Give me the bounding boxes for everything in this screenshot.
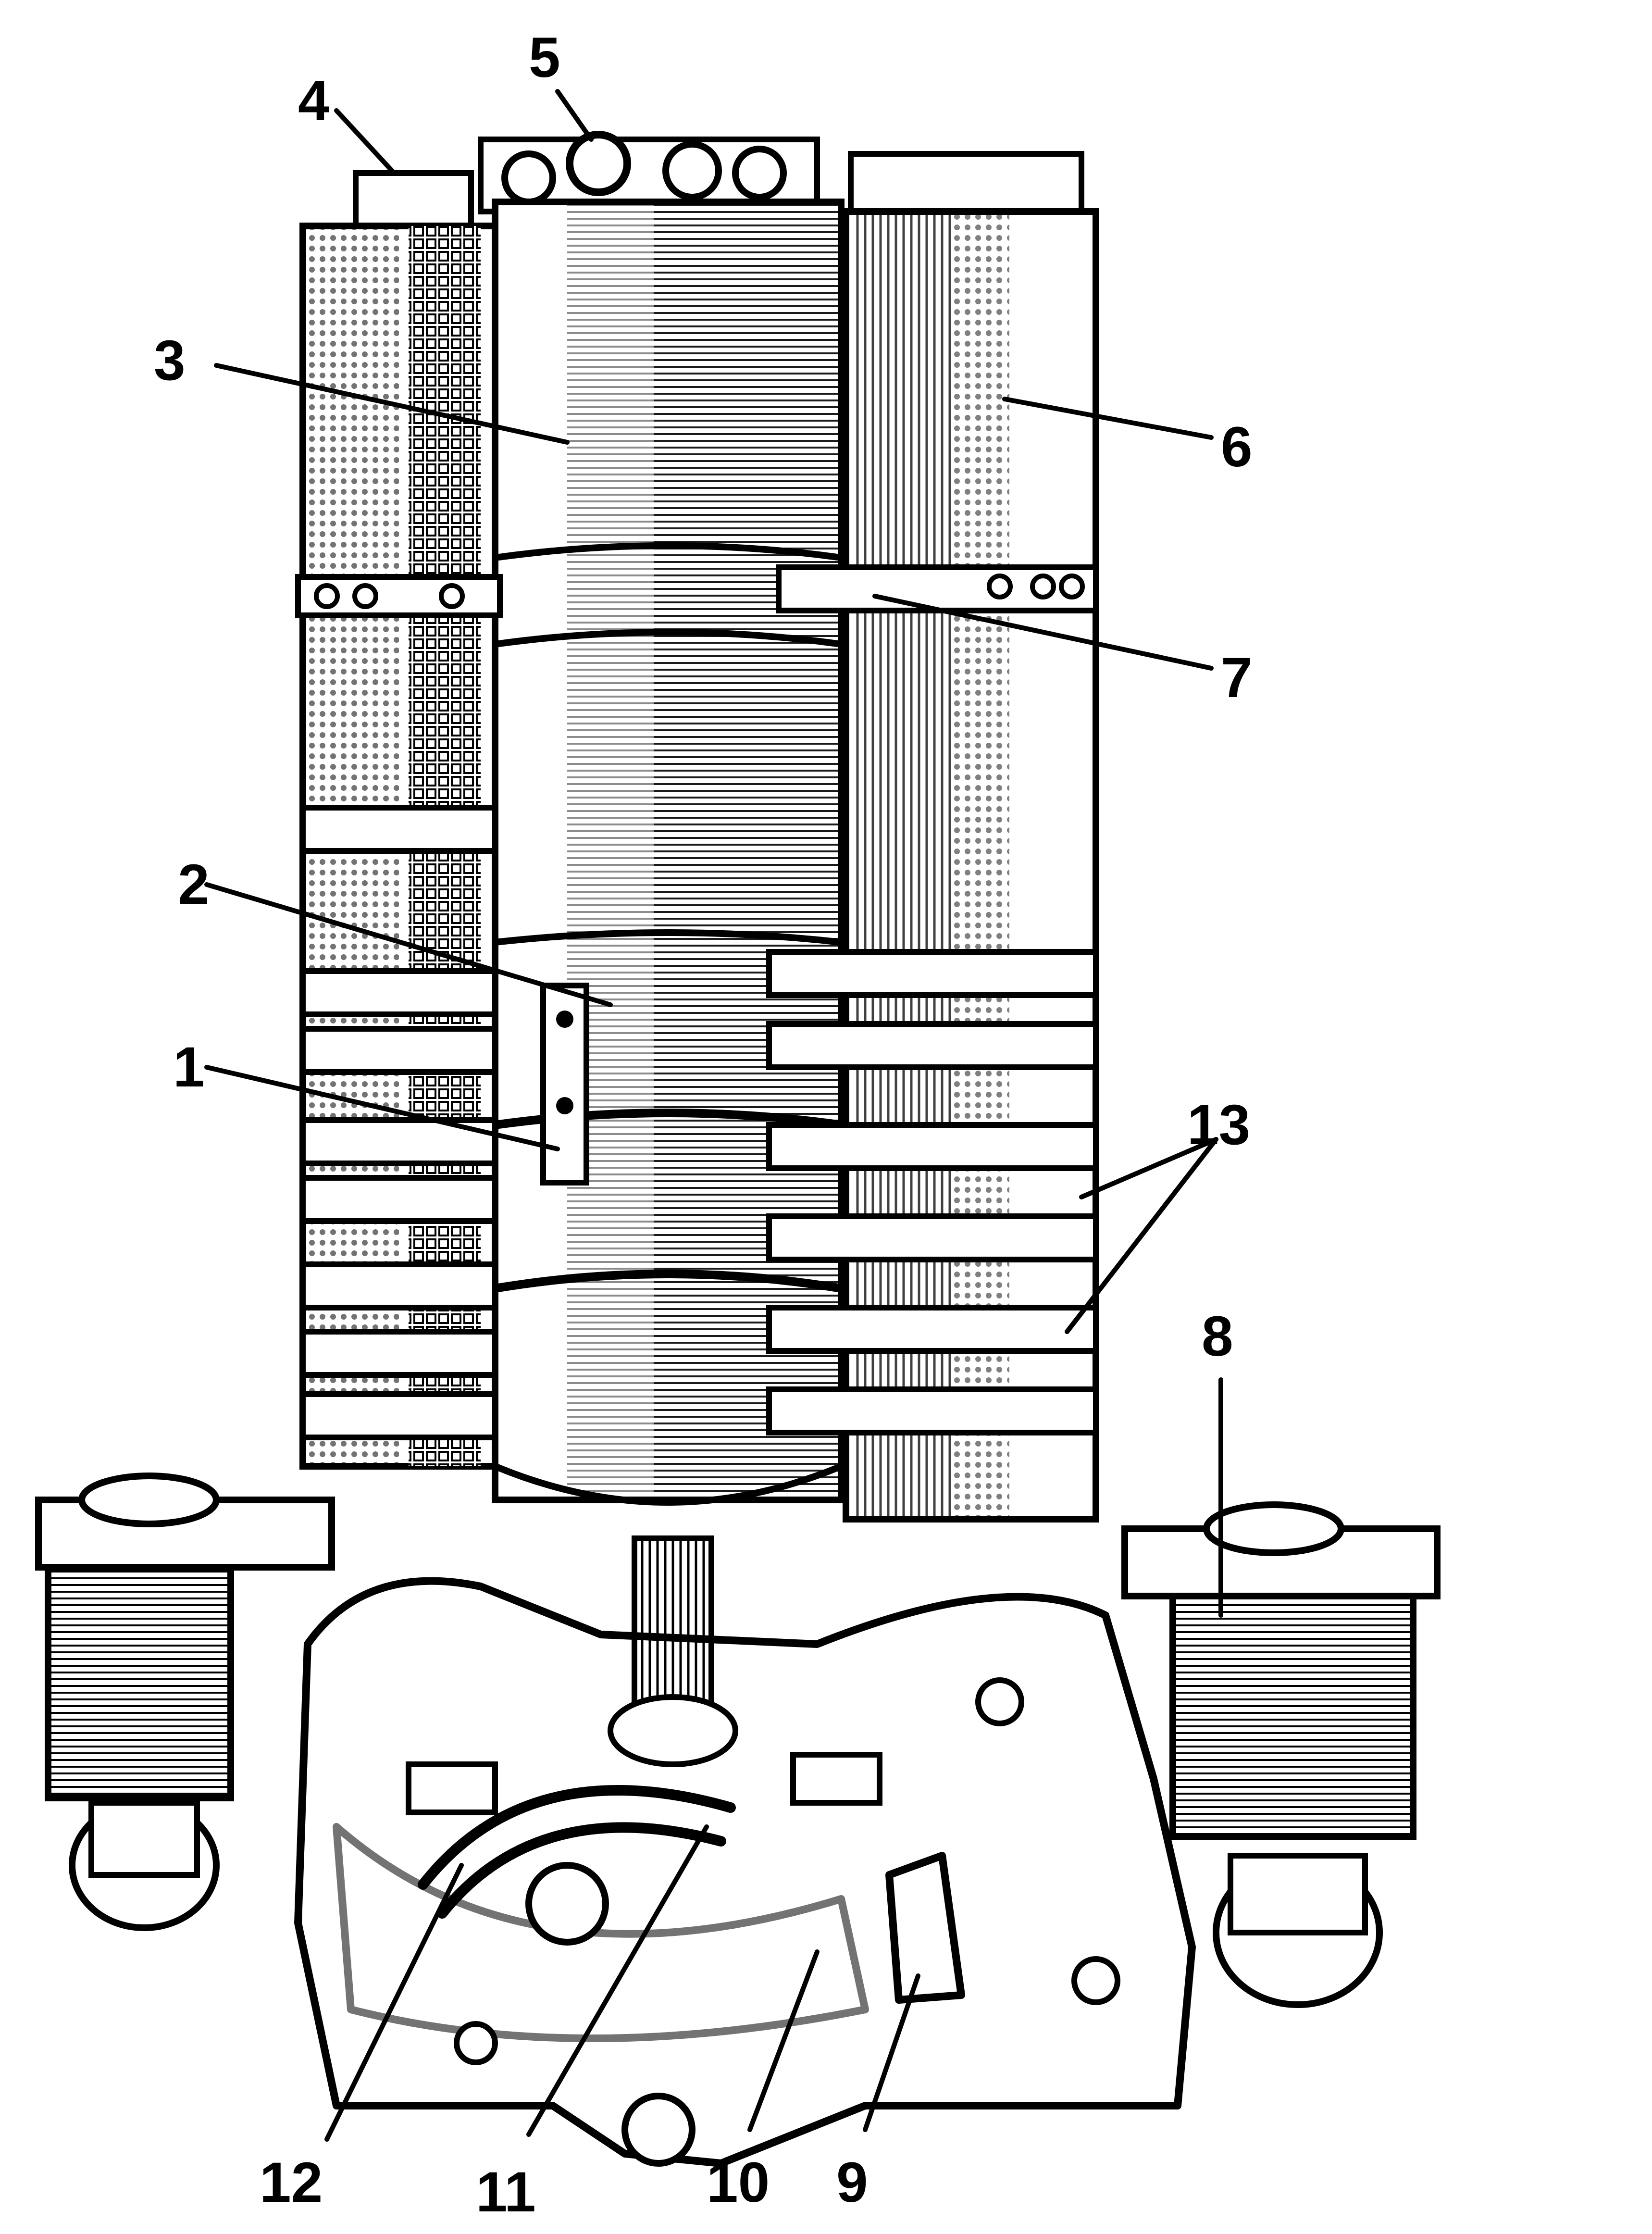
main-coil <box>491 199 845 1506</box>
contact-mechanism <box>294 1577 1196 2167</box>
plunger <box>608 1535 738 1767</box>
callout-10: 10 <box>707 2151 770 2214</box>
callout-6: 6 <box>1221 415 1253 479</box>
terminal-strip <box>540 983 589 1186</box>
clamping-strips <box>295 564 1099 618</box>
callout-11: 11 <box>476 2160 536 2224</box>
callout-12: 12 <box>260 2151 323 2214</box>
callout-4: 4 <box>298 69 330 133</box>
callout-2: 2 <box>178 853 210 916</box>
callout-3: 3 <box>154 329 186 392</box>
left-terminal-bars <box>300 805 498 1440</box>
callout-8: 8 <box>1202 1305 1233 1368</box>
right-contact-bars <box>766 949 1099 1435</box>
leader-lines <box>204 89 1223 2142</box>
callout-1: 1 <box>173 1036 205 1099</box>
callout-5: 5 <box>529 26 560 89</box>
callout-13: 13 <box>1187 1093 1250 1157</box>
left-blowout-coil <box>35 1473 335 1931</box>
callout-9: 9 <box>836 2151 868 2214</box>
right-core-column <box>843 208 1099 1523</box>
callout-labels: 1 2 3 4 5 6 7 8 9 10 11 12 13 <box>154 26 1253 2224</box>
right-blowout-coil <box>1121 1501 1441 2008</box>
callout-7: 7 <box>1221 646 1253 710</box>
